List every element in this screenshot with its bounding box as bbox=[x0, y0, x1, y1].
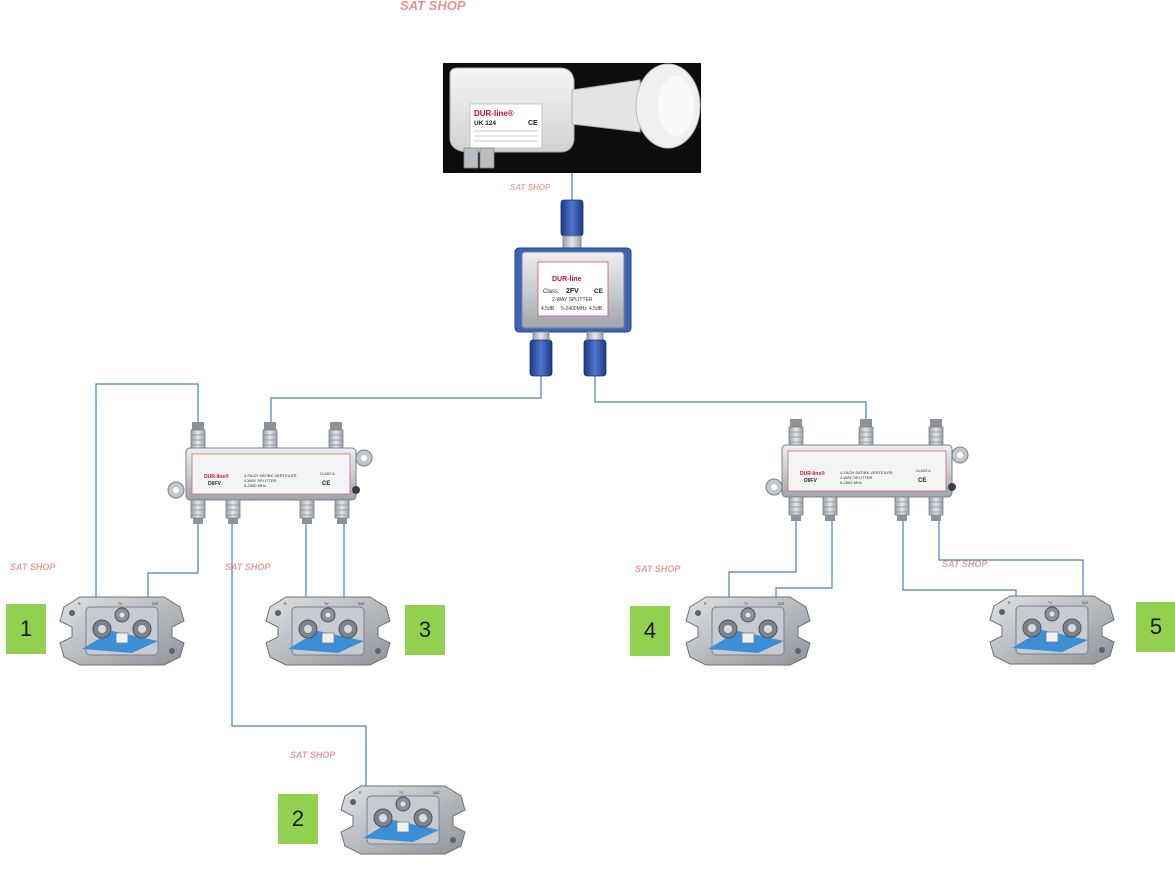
wall-socket-4: R TV SAT bbox=[685, 596, 811, 666]
socket-number-badge: 3 bbox=[405, 605, 445, 655]
socket-port-label: R bbox=[359, 791, 362, 795]
watermark: SAT SHOP bbox=[635, 564, 681, 574]
socket-number-badge: 2 bbox=[278, 794, 318, 844]
watermark: SAT SHOP bbox=[225, 562, 271, 572]
distributor-brand: DUR-line® bbox=[800, 470, 825, 477]
splitter-ce-mark: CE bbox=[594, 288, 604, 295]
cable-splitter-to-distributor-right bbox=[594, 375, 867, 425]
lnb-ce-mark: CE bbox=[528, 120, 538, 127]
distributor-left: DUR-line® D6FV 4-FACH SAT/BK VERTEILER 4… bbox=[167, 421, 373, 525]
socket-port-label: SAT bbox=[433, 791, 440, 795]
lnb: DUR-line® UK 124 CE bbox=[443, 63, 701, 173]
distributor-frequency: 5-2500 MHz bbox=[244, 483, 266, 488]
distributor-ce-mark: CE bbox=[918, 478, 926, 484]
splitter-class: Class bbox=[543, 289, 558, 295]
socket-port-label: TV bbox=[744, 602, 749, 606]
splitter-frequency: 5-2400MHz bbox=[561, 306, 587, 312]
distributor-description: 4-FACH SAT/BK VERTEILER bbox=[840, 470, 893, 475]
wall-socket-2: R TV SAT bbox=[340, 785, 466, 855]
splitter-type: 2-WAY SPLITTER bbox=[552, 297, 593, 303]
socket-port-label: TV bbox=[399, 791, 404, 795]
cable-splitter-to-distributor-left bbox=[270, 375, 542, 425]
lnb-model: UK 124 bbox=[474, 120, 496, 127]
socket-port-label: R bbox=[284, 602, 287, 606]
two-way-splitter: DUR-line Class 2FV CE 2-WAY SPLITTER 4.5… bbox=[514, 199, 632, 377]
lnb-brand: DUR-line® bbox=[474, 109, 514, 118]
watermark: SAT SHOP bbox=[400, 0, 466, 13]
splitter-port-right-loss: 4.5dB bbox=[589, 306, 603, 312]
watermark: SAT SHOP bbox=[290, 750, 336, 760]
distributor-ce-mark: CE bbox=[322, 481, 330, 487]
socket-port-label: R bbox=[1008, 601, 1011, 605]
cable-to-socket-1-a bbox=[95, 383, 199, 606]
watermark: SAT SHOP bbox=[10, 562, 56, 572]
distributor-description: 4-WAY SPLITTER bbox=[840, 475, 872, 480]
socket-port-label: TV bbox=[118, 602, 123, 606]
distributor-brand: DUR-line® bbox=[204, 473, 229, 480]
distributor-frequency: 5-2500 MHz bbox=[840, 480, 862, 485]
distributor-class: CLASS A bbox=[320, 472, 335, 476]
splitter-brand: DUR-line bbox=[552, 276, 582, 283]
watermarks: SAT SHOP SAT SHOP SAT SHOP SAT SHOP SAT … bbox=[10, 0, 988, 760]
distributor-right: DUR-line® D6FV 4-FACH SAT/BK VERTEILER 4… bbox=[765, 418, 969, 522]
watermark: SAT SHOP bbox=[942, 559, 988, 569]
splitter-model: 2FV bbox=[566, 288, 579, 295]
socket-port-label: TV bbox=[324, 602, 329, 606]
distributor-model: D6FV bbox=[804, 478, 817, 484]
socket-port-label: TV bbox=[1048, 601, 1053, 605]
socket-number-badge: 1 bbox=[6, 604, 46, 654]
cable-to-socket-4-a bbox=[728, 518, 797, 612]
distributor-description: 4-FACH SAT/BK VERTEILER bbox=[244, 473, 297, 478]
socket-port-label: SAT bbox=[1082, 601, 1089, 605]
socket-port-label: SAT bbox=[778, 602, 785, 606]
cable-to-socket-1-b bbox=[147, 522, 199, 612]
socket-port-label: R bbox=[78, 602, 81, 606]
distributor-model: D6FV bbox=[208, 481, 221, 487]
socket-number-badge: 4 bbox=[630, 606, 670, 656]
socket-number-badge: 5 bbox=[1136, 602, 1175, 652]
cable-to-socket-2 bbox=[231, 522, 367, 796]
socket-port-label: R bbox=[704, 602, 707, 606]
socket-port-label: SAT bbox=[358, 602, 365, 606]
splitter-port-left-loss: 4.5dB bbox=[541, 306, 555, 312]
cable-to-socket-5-b bbox=[938, 518, 1084, 610]
watermark: SAT SHOP bbox=[510, 183, 551, 192]
distributor-description: 4-WAY SPLITTER bbox=[244, 478, 276, 483]
wall-socket-5: R TV SAT bbox=[989, 595, 1115, 665]
wall-socket-3: R TV SAT bbox=[265, 596, 391, 666]
distributor-class: CLASS A bbox=[916, 469, 931, 473]
wall-socket-1: R TV SAT bbox=[59, 596, 185, 666]
socket-port-label: SAT bbox=[152, 602, 159, 606]
